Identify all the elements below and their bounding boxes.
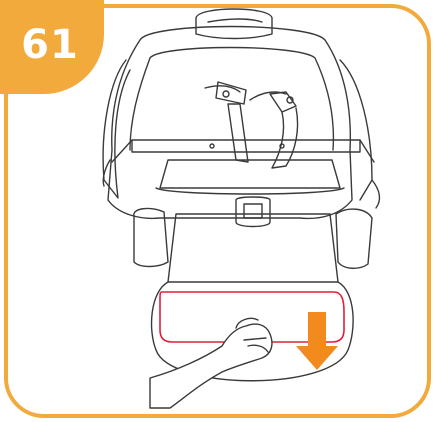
top-handle-icon [196, 9, 272, 39]
arrow-down-icon [296, 312, 338, 370]
right-side-flap [340, 60, 372, 200]
left-side-flap [103, 60, 130, 198]
seat-panel [168, 214, 338, 282]
step-number: 61 [21, 22, 79, 68]
crotch-buckle [236, 197, 270, 227]
right-hip-pad [336, 209, 372, 268]
harness-strap-left [228, 104, 248, 162]
